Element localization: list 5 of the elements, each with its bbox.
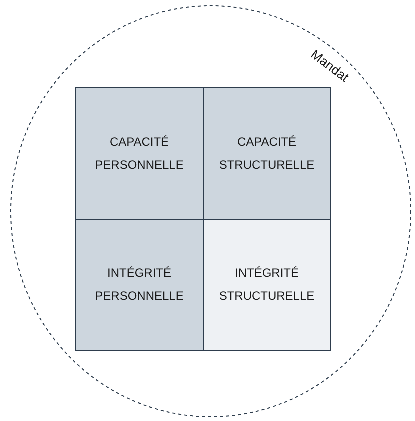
grid-cell: CAPACITÉ PERSONNELLE xyxy=(75,87,204,220)
dashed-circle xyxy=(10,5,412,418)
grid-cell: INTÉGRITÉ PERSONNELLE xyxy=(75,219,204,351)
grid-cell: INTÉGRITÉ STRUCTURELLE xyxy=(203,219,331,351)
grid-cell: CAPACITÉ STRUCTURELLE xyxy=(203,87,331,220)
